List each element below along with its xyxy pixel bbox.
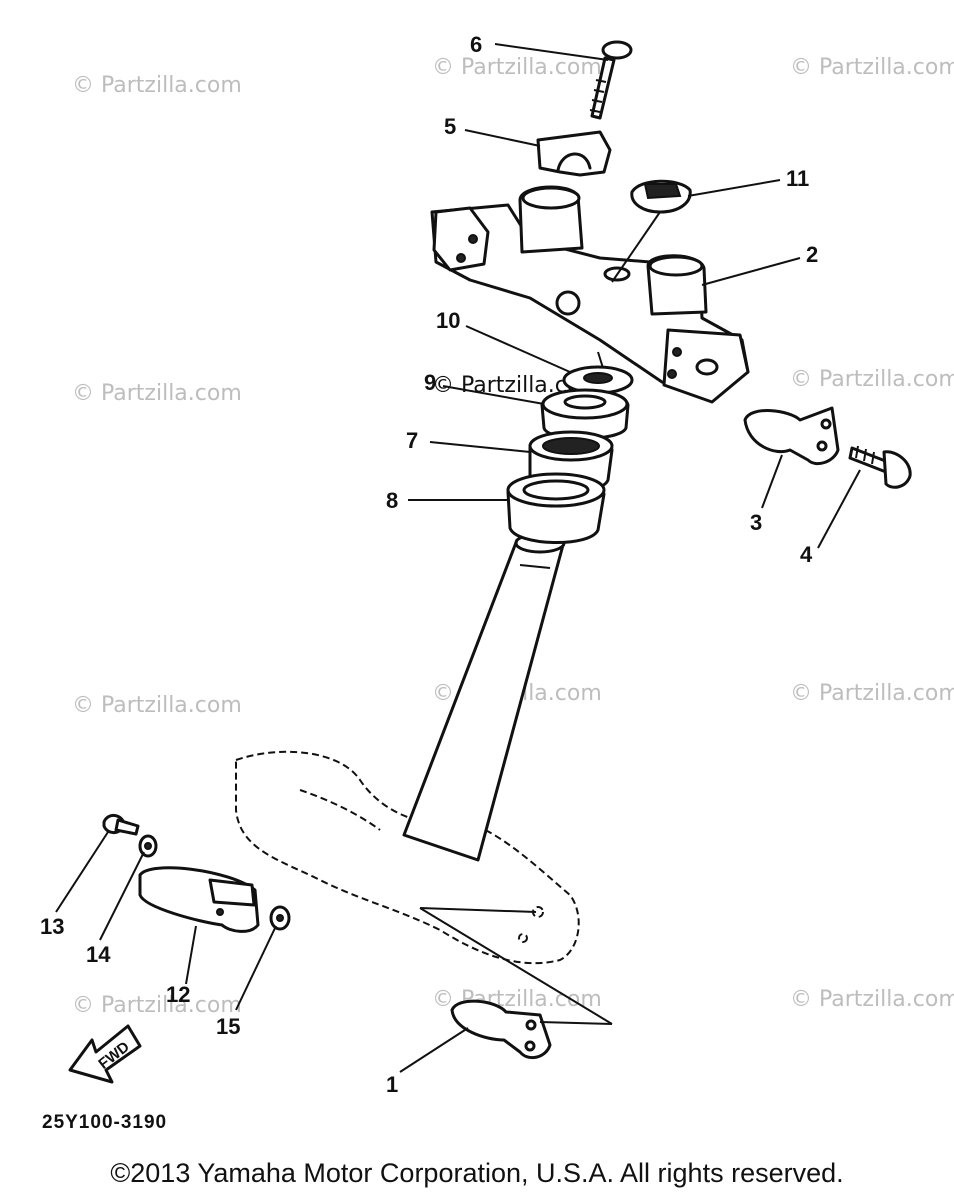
under-bracket-outline <box>235 750 580 965</box>
watermarks: © Partzilla.com © Partzilla.com © Partzi… <box>72 55 954 1018</box>
bolt-6 <box>589 40 633 120</box>
copyright-notice: ©2013 Yamaha Motor Corporation, U.S.A. A… <box>110 1158 844 1188</box>
watermark: © Partzilla.com <box>790 55 954 80</box>
diagram-code: 25Y100-3190 <box>42 1112 167 1133</box>
callout-7: 7 <box>406 428 418 453</box>
watermark: © Partzilla.com <box>790 987 954 1012</box>
watermark: © Partzilla.com <box>72 73 242 98</box>
washer-14 <box>138 834 158 858</box>
handlebar-holder <box>536 130 612 177</box>
watermark: © Partzilla.com <box>72 381 242 406</box>
watermark: © Partzilla.com <box>790 681 954 706</box>
watermark: © Partzilla.com <box>72 993 242 1018</box>
crown-nut <box>562 365 634 395</box>
callout-9: 9 <box>424 370 436 395</box>
callout-11: 11 <box>786 166 809 191</box>
watermark: © Partzilla.com <box>72 693 242 718</box>
callout-8: 8 <box>386 488 398 513</box>
callout-12: 12 <box>166 982 190 1007</box>
watermark: © Partzilla.com <box>432 55 602 80</box>
bearing-cover <box>540 388 630 440</box>
callout-13: 13 <box>40 914 64 939</box>
bearing-8 <box>506 472 606 545</box>
watermark: © Partzilla.com <box>790 367 954 392</box>
callout-6: 6 <box>470 32 482 57</box>
callout-2: 2 <box>806 242 818 267</box>
fwd-arrow-icon: FWD <box>68 1024 142 1084</box>
callout-14: 14 <box>86 942 111 967</box>
callout-10: 10 <box>436 308 460 333</box>
clamp-12 <box>138 866 260 933</box>
bolt-4 <box>848 445 912 489</box>
bolt-13 <box>102 814 140 836</box>
cable-guide-1 <box>450 999 552 1060</box>
callout-15: 15 <box>216 1014 240 1039</box>
leader-lines <box>55 43 861 1073</box>
cap-11 <box>630 179 692 214</box>
callout-5: 5 <box>444 114 456 139</box>
nut-15 <box>269 905 291 931</box>
upper-bracket <box>430 185 750 404</box>
cable-guide-3 <box>743 406 840 466</box>
callout-4: 4 <box>800 542 813 567</box>
callout-1: 1 <box>386 1072 398 1097</box>
callout-3: 3 <box>750 510 762 535</box>
callout-labels: 1 2 3 4 5 6 7 8 9 10 11 12 13 14 15 <box>40 32 818 1097</box>
